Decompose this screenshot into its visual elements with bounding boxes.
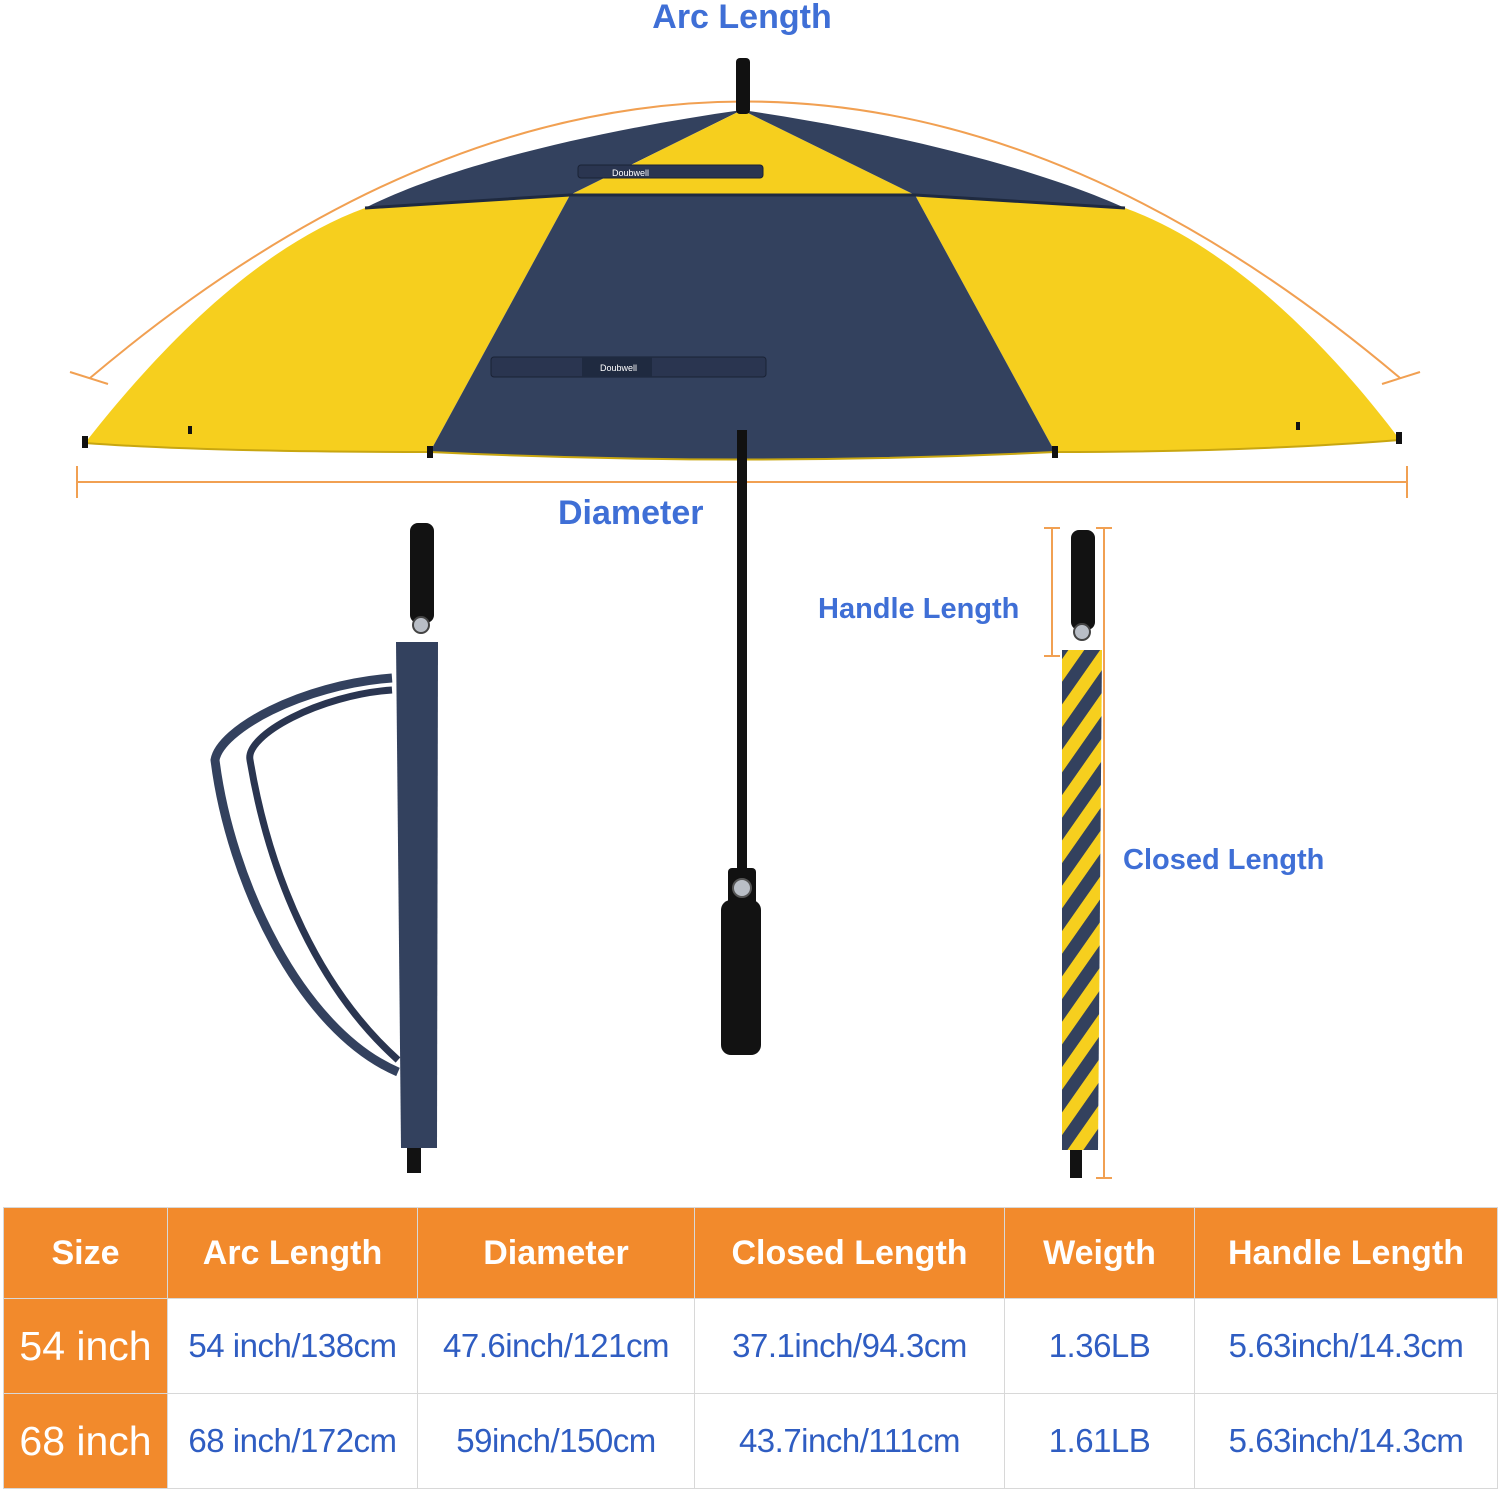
canopy-panel-navy-front [430, 195, 1055, 460]
canopy-panel-yellow-left [85, 195, 570, 452]
closed-length-cell: 43.7inch/111cm [694, 1393, 1005, 1489]
carry-strap-inner [246, 686, 401, 1063]
open-handle-button [732, 878, 752, 898]
navy-umbrella-handle [410, 523, 434, 623]
closed-length-label: Closed Length [1123, 844, 1325, 876]
brand-tag-lower: Doubwell [600, 363, 637, 373]
closed-navy-umbrella [210, 523, 438, 1173]
navy-umbrella-canopy [396, 642, 438, 1148]
weight-cell: 1.36LB [1004, 1298, 1195, 1394]
handle-length-cell: 5.63inch/14.3cm [1194, 1393, 1498, 1489]
umbrella-top-tip [736, 58, 750, 114]
diameter-cell: 47.6inch/121cm [417, 1298, 695, 1394]
open-umbrella [82, 58, 1402, 1055]
brand-tag-upper: Doubwell [612, 168, 649, 178]
header-closed-length: Closed Length [694, 1207, 1005, 1299]
open-handle-grip [721, 900, 761, 1055]
vent-edge [364, 193, 1126, 210]
vent-panel-navy-left [365, 110, 742, 208]
header-diameter: Diameter [417, 1207, 695, 1299]
navy-umbrella-button [412, 616, 430, 634]
arc-length-cell: 68 inch/172cm [167, 1393, 418, 1489]
umbrella-shaft [737, 430, 747, 875]
arc-length-label: Arc Length [652, 0, 832, 36]
header-size: Size [3, 1207, 168, 1299]
rib-tips [82, 422, 1402, 458]
header-arc-length: Arc Length [167, 1207, 418, 1299]
striped-umbrella-button [1073, 623, 1091, 641]
striped-umbrella-tip [1070, 1150, 1082, 1178]
closed-striped-umbrella [1062, 530, 1102, 1178]
diameter-cell: 59inch/150cm [417, 1393, 695, 1489]
table-header-row: Size Arc Length Diameter Closed Length W… [3, 1207, 1498, 1299]
strap-upper [577, 164, 764, 179]
vent-panel-navy-right [742, 110, 1125, 208]
handle-length-dimension [1044, 527, 1060, 657]
size-cell: 68 inch [3, 1393, 168, 1489]
striped-umbrella-canopy [1062, 650, 1102, 1150]
strap-lower [490, 356, 767, 378]
header-weight: Weigth [1004, 1207, 1195, 1299]
header-handle-length: Handle Length [1194, 1207, 1498, 1299]
arc-left-tick [69, 371, 109, 385]
carry-strap-outer [210, 673, 400, 1077]
navy-umbrella-tip [407, 1148, 421, 1173]
size-spec-table: Size Arc Length Diameter Closed Length W… [3, 1207, 1498, 1489]
arc-right-tick [1381, 371, 1421, 385]
weight-cell: 1.61LB [1004, 1393, 1195, 1489]
closed-length-cell: 37.1inch/94.3cm [694, 1298, 1005, 1394]
handle-length-label: Handle Length [818, 593, 1020, 625]
table-row: 68 inch 68 inch/172cm 59inch/150cm 43.7i… [3, 1393, 1498, 1489]
diameter-label: Diameter [558, 494, 704, 532]
arc-length-cell: 54 inch/138cm [167, 1298, 418, 1394]
size-cell: 54 inch [3, 1298, 168, 1394]
closed-length-dimension [1096, 527, 1112, 1179]
table-row: 54 inch 54 inch/138cm 47.6inch/121cm 37.… [3, 1298, 1498, 1394]
handle-length-cell: 5.63inch/14.3cm [1194, 1298, 1498, 1394]
striped-umbrella-handle [1071, 530, 1095, 630]
canopy-panel-yellow-right [915, 195, 1400, 452]
